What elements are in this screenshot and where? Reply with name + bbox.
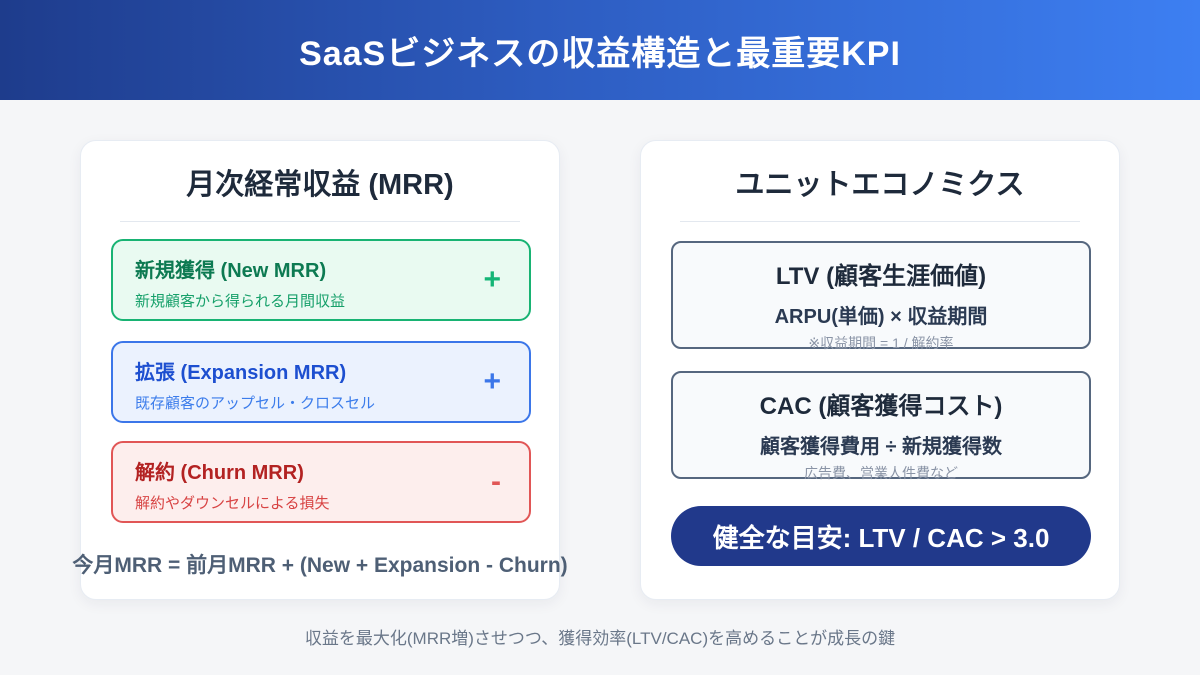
unit-economics-card: ユニットエコノミクス LTV (顧客生涯価値) ARPU(単価) × 収益期間 …	[640, 140, 1120, 600]
header-banner: SaaSビジネスの収益構造と最重要KPI	[0, 0, 1200, 100]
plus-icon: +	[483, 365, 501, 398]
new-mrr-title: 新規獲得 (New MRR)	[135, 260, 327, 282]
mrr-formula: 今月MRR = 前月MRR + (New + Expansion - Churn…	[72, 554, 568, 577]
mrr-card: 月次経常収益 (MRR) 新規獲得 (New MRR) 新規顧客から得られる月間…	[72, 140, 568, 600]
expansion-mrr-title: 拡張 (Expansion MRR)	[135, 362, 347, 384]
cac-box: CAC (顧客獲得コスト) 顧客獲得費用 ÷ 新規獲得数 広告費、営業人件費など	[671, 371, 1091, 481]
ltv-title: LTV (顧客生涯価値)	[775, 263, 987, 290]
new-mrr-box: 新規獲得 (New MRR) 新規顧客から得られる月間収益 +	[111, 239, 531, 321]
churn-mrr-title: 解約 (Churn MRR)	[135, 462, 304, 484]
unit-economics-divider	[680, 221, 1080, 222]
churn-mrr-desc: 解約やダウンセルによる損失	[135, 495, 330, 512]
minus-icon: -	[491, 465, 501, 498]
ltv-cac-benchmark-badge: 健全な目安: LTV / CAC > 3.0	[671, 506, 1091, 566]
cac-formula: 顧客獲得費用 ÷ 新規獲得数	[759, 436, 1003, 458]
cac-title: CAC (顧客獲得コスト)	[759, 393, 1003, 420]
ltv-note: ※収益期間 = 1 / 解約率	[808, 335, 954, 351]
plus-icon: +	[483, 263, 501, 296]
new-mrr-desc: 新規顧客から得られる月間収益	[135, 293, 346, 310]
expansion-mrr-box: 拡張 (Expansion MRR) 既存顧客のアップセル・クロスセル +	[111, 341, 531, 423]
churn-mrr-box: 解約 (Churn MRR) 解約やダウンセルによる損失 -	[111, 441, 531, 523]
ltv-formula: ARPU(単価) × 収益期間	[774, 306, 988, 328]
mrr-card-divider	[120, 221, 520, 222]
mrr-card-title: 月次経常収益 (MRR)	[186, 169, 454, 201]
expansion-mrr-desc: 既存顧客のアップセル・クロスセル	[135, 395, 376, 412]
unit-economics-title: ユニットエコノミクス	[735, 169, 1025, 201]
ltv-box: LTV (顧客生涯価値) ARPU(単価) × 収益期間 ※収益期間 = 1 /…	[671, 241, 1091, 351]
page-title: SaaSビジネスの収益構造と最重要KPI	[299, 34, 901, 73]
footer-note: 収益を最大化(MRR増)させつつ、獲得効率(LTV/CAC)を高めることが成長の…	[304, 629, 896, 648]
cac-note: 広告費、営業人件費など	[804, 465, 958, 481]
